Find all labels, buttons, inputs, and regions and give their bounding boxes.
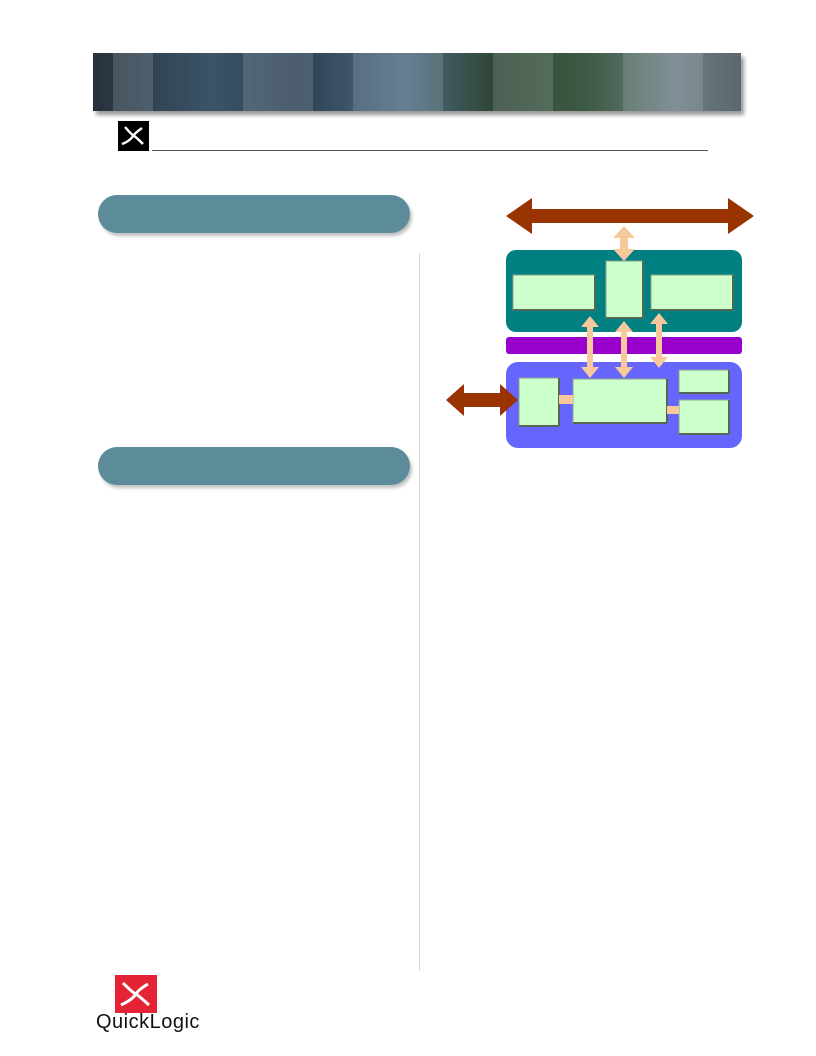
link-arrow-top	[613, 226, 635, 261]
header-banner	[93, 53, 741, 111]
column-divider	[419, 253, 420, 971]
banner-texture	[113, 53, 153, 111]
link-arrow-center	[615, 321, 633, 378]
block-diagram	[440, 190, 760, 455]
section-header-2	[98, 447, 410, 485]
external-io-arrow	[446, 384, 518, 416]
module-bottom-center	[572, 378, 668, 424]
quicklogic-mark-icon	[118, 121, 149, 151]
module-bottom-right-bottom	[678, 399, 730, 435]
link-arrow-right	[650, 313, 668, 368]
banner-texture	[493, 53, 553, 111]
module-bottom-left	[518, 377, 560, 427]
banner-texture	[243, 53, 313, 111]
system-bus-arrow	[506, 198, 754, 234]
module-top-center	[605, 260, 644, 319]
connector	[559, 395, 573, 404]
logo-wordmark: QuickLogic	[96, 1011, 200, 1033]
header-rule	[152, 150, 708, 151]
module-top-left	[512, 274, 596, 311]
module-top-right	[650, 274, 734, 311]
banner-texture	[353, 53, 443, 111]
banner-texture	[623, 53, 703, 111]
module-bottom-right-top	[678, 369, 730, 394]
link-arrow-left	[581, 316, 599, 378]
section-header-1	[98, 195, 410, 233]
connector	[667, 406, 679, 414]
quicklogic-logo-icon	[115, 975, 157, 1013]
